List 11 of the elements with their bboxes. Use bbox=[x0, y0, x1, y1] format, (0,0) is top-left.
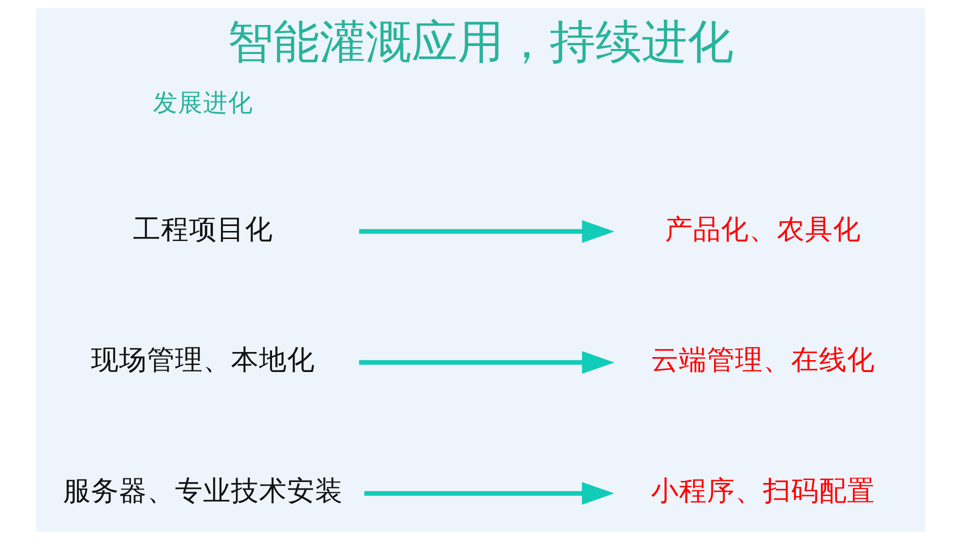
node-text: 工程项目化 bbox=[132, 212, 273, 246]
node-text: 服务器、专业技术安装 bbox=[62, 474, 343, 508]
arrow bbox=[364, 482, 614, 505]
arrow bbox=[358, 351, 614, 374]
label: 发展进化 bbox=[152, 88, 253, 117]
node-text: 小程序、扫码配置 bbox=[650, 474, 875, 508]
node-text: 云端管理、在线化 bbox=[650, 343, 875, 376]
node-text: 现场管理、本地化 bbox=[90, 343, 315, 376]
node-text: 产品化、农具化 bbox=[664, 212, 861, 246]
diagram-title: 智能灌溉应用，持续进化 bbox=[227, 14, 733, 68]
arrow bbox=[358, 220, 614, 243]
